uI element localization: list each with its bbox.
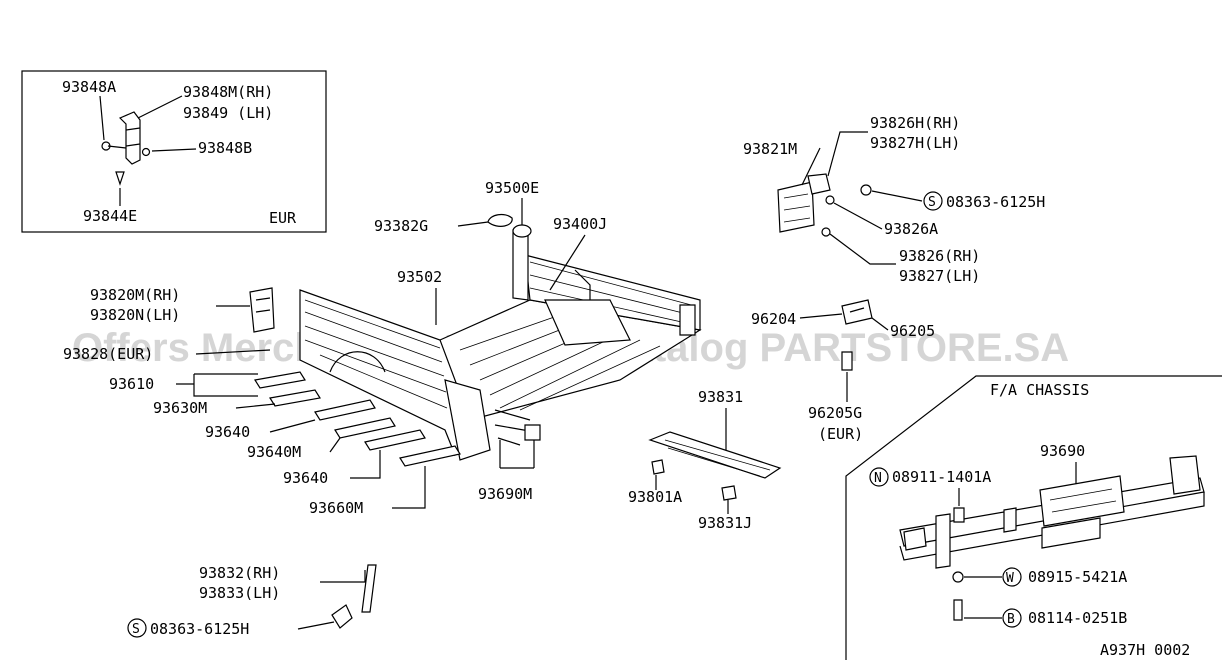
stay-93832: 93832(RH) 93833(LH) S 08363-6125H — [127, 564, 377, 638]
label-93827H: 93827H(LH) — [870, 134, 960, 152]
bracket-93820M — [249, 287, 275, 333]
fastener-b-prefix: B — [1007, 612, 1015, 627]
w-circle-icon — [1002, 567, 1022, 587]
label-93640-b: 93640 — [283, 469, 328, 487]
diagram-code: A937H 0002 — [1100, 641, 1190, 659]
label-96205G-eur: (EUR) — [818, 425, 863, 443]
label-93826A: 93826A — [884, 220, 938, 238]
inset-eur: 93848A 93848M(RH) 93849 (LH) 93848B 9384… — [21, 70, 327, 233]
label-93660M: 93660M — [309, 499, 363, 517]
label-eur: EUR — [269, 209, 297, 227]
s-circle-icon — [127, 618, 147, 638]
cap-93382G — [487, 213, 513, 227]
label-93640M: 93640M — [247, 443, 301, 461]
label-93831J: 93831J — [698, 514, 752, 532]
chassis-title: F/A CHASSIS — [990, 381, 1089, 399]
label-93827: 93827(LH) — [899, 267, 980, 285]
label-93690: 93690 — [1040, 442, 1085, 460]
label-93820N: 93820N(LH) — [90, 306, 180, 324]
label-93630M: 93630M — [153, 399, 207, 417]
label-93826H: 93826H(RH) — [870, 114, 960, 132]
cap-93500E — [512, 224, 532, 238]
s-prefix-1: S — [928, 195, 936, 210]
label-93801A: 93801A — [628, 488, 682, 506]
label-93820M: 93820M(RH) — [90, 286, 180, 304]
bracket-93821M: 93821M 93826H(RH) 93827H(LH) S 08363-612… — [743, 114, 1045, 285]
label-93382G: 93382G — [374, 217, 428, 235]
label-93640-a: 93640 — [205, 423, 250, 441]
label-08114: 08114-0251B — [1028, 609, 1127, 627]
s-circle-icon — [923, 191, 943, 211]
step-93831: 93831 93801A 93831J — [628, 388, 782, 532]
main-labels: 93500E 93382G 93400J 93502 93820M(RH) 93… — [63, 179, 607, 517]
label-93833: 93833(LH) — [199, 584, 280, 602]
s-prefix-2: S — [132, 622, 140, 637]
label-08911: 08911-1401A — [892, 468, 991, 486]
label-93831: 93831 — [698, 388, 743, 406]
cargo-bed-assembly — [299, 229, 702, 461]
inset-bracket-part — [101, 111, 151, 186]
label-93400J: 93400J — [553, 215, 607, 233]
b-circle-icon — [1002, 608, 1022, 628]
label-93848B: 93848B — [198, 139, 252, 157]
fastener-n-prefix: N — [874, 471, 882, 486]
n-circle-icon — [869, 467, 889, 487]
label-93848M: 93848M(RH) — [183, 83, 273, 101]
label-93826: 93826(RH) — [899, 247, 980, 265]
label-93821M: 93821M — [743, 140, 797, 158]
fastener-w-prefix: W — [1006, 571, 1014, 586]
label-93828: 93828(EUR) — [63, 345, 153, 363]
clip-96204: 96204 96205 96205G (EUR) — [751, 299, 935, 443]
label-93610: 93610 — [109, 375, 154, 393]
label-93844E: 93844E — [83, 207, 137, 225]
cross-members — [254, 371, 461, 467]
label-96204: 96204 — [751, 310, 796, 328]
label-93690M: 93690M — [478, 485, 532, 503]
label-93849: 93849 (LH) — [183, 104, 273, 122]
label-96205G: 96205G — [808, 404, 862, 422]
label-93502: 93502 — [397, 268, 442, 286]
label-96205: 96205 — [890, 322, 935, 340]
label-08915: 08915-5421A — [1028, 568, 1127, 586]
label-93832: 93832(RH) — [199, 564, 280, 582]
fa-chassis-section: F/A CHASSIS 93690 N 08911-1401A W 08915-… — [845, 375, 1222, 660]
label-08363-b: 08363-6125H — [150, 620, 249, 638]
label-08363-a: 08363-6125H — [946, 193, 1045, 211]
label-93500E: 93500E — [485, 179, 539, 197]
label-93848A: 93848A — [62, 78, 116, 96]
